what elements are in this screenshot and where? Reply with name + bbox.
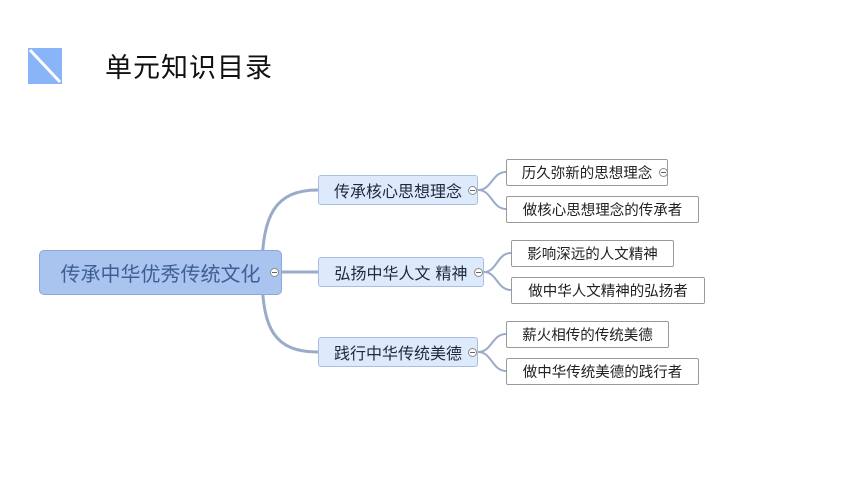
leaf-node[interactable]: 做核心思想理念的传承者 — [506, 196, 699, 223]
leaf-node[interactable]: 历久弥新的思想理念 — [506, 159, 668, 186]
branch-node-core-ideas[interactable]: 传承核心思想理念 — [318, 175, 478, 205]
leaf-node[interactable]: 做中华传统美德的践行者 — [506, 358, 699, 385]
leaf-node[interactable]: 薪火相传的传统美德 — [506, 321, 669, 348]
connector-branch-1-leaf-2 — [477, 189, 507, 210]
leaf-node[interactable]: 做中华人文精神的弘扬者 — [511, 277, 705, 304]
connector-branch-2-leaf-2 — [483, 271, 512, 291]
connector-branch-3-leaf-1 — [477, 333, 507, 353]
branch-node-traditional-virtues[interactable]: 践行中华传统美德 — [318, 337, 478, 367]
root-collapse-toggle-icon[interactable] — [270, 268, 279, 277]
branch-3-collapse-toggle-icon[interactable] — [468, 348, 477, 357]
page-title: 单元知识目录 — [105, 53, 273, 84]
leaf-node[interactable]: 影响深远的人文精神 — [511, 240, 674, 267]
mindmap-root-node[interactable]: 传承中华优秀传统文化 — [39, 250, 282, 295]
branch-1-collapse-toggle-icon[interactable] — [468, 186, 477, 195]
connector-branch-2-leaf-1 — [483, 252, 512, 273]
leaf-collapse-toggle-icon[interactable] — [659, 168, 668, 177]
connector-branch-1-leaf-1 — [477, 171, 507, 191]
connector-branch-3-leaf-2 — [477, 351, 507, 372]
title-decoration-icon — [28, 48, 62, 84]
branch-node-humanistic-spirit[interactable]: 弘扬中华人文 精神 — [318, 257, 484, 287]
branch-2-collapse-toggle-icon[interactable] — [474, 268, 483, 277]
